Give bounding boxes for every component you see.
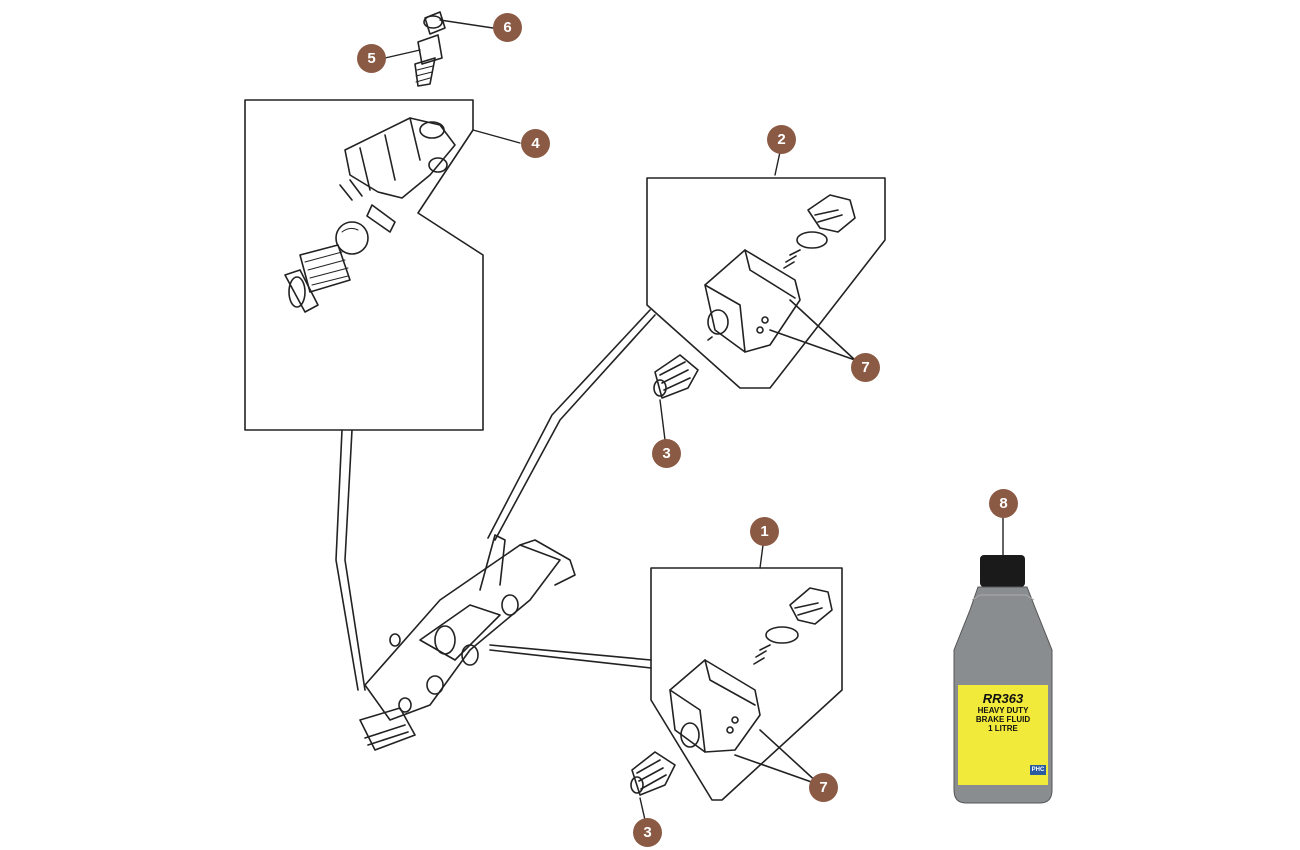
callout-2: 2 <box>767 125 796 154</box>
dust-boot-lower <box>630 751 676 796</box>
callout-5: 5 <box>357 44 386 73</box>
bottle-line-1: HEAVY DUTY <box>977 706 1029 715</box>
callout-1: 1 <box>750 517 779 546</box>
bottle-code: RR363 <box>982 691 1024 706</box>
callout-7-upper: 7 <box>851 353 880 382</box>
bottle-cap <box>980 555 1025 587</box>
bleed-nipple-assembly <box>414 11 446 87</box>
brake-fluid-bottle <box>953 515 1053 804</box>
callout-7-lower: 7 <box>809 773 838 802</box>
bottle-label-text: RR363 HEAVY DUTY BRAKE FLUID 1 LITRE <box>960 691 1046 734</box>
panel-4-master-cylinder <box>244 99 484 431</box>
callout-4: 4 <box>521 129 550 158</box>
callout-3-lower: 3 <box>633 818 662 847</box>
panel-2-slave-cylinder <box>646 177 886 389</box>
panel-1-slave-cylinder <box>650 567 843 801</box>
callout-8: 8 <box>989 489 1018 518</box>
callout-3-upper: 3 <box>652 439 681 468</box>
bottle-line-3: 1 LITRE <box>988 724 1018 733</box>
dust-boot-upper <box>653 354 699 399</box>
leader-lines <box>384 19 781 821</box>
pedal-box-assembly <box>335 309 656 751</box>
bottle-line-2: BRAKE FLUID <box>975 715 1031 724</box>
bottle-brand: PHC <box>1031 767 1045 773</box>
callout-6: 6 <box>493 13 522 42</box>
